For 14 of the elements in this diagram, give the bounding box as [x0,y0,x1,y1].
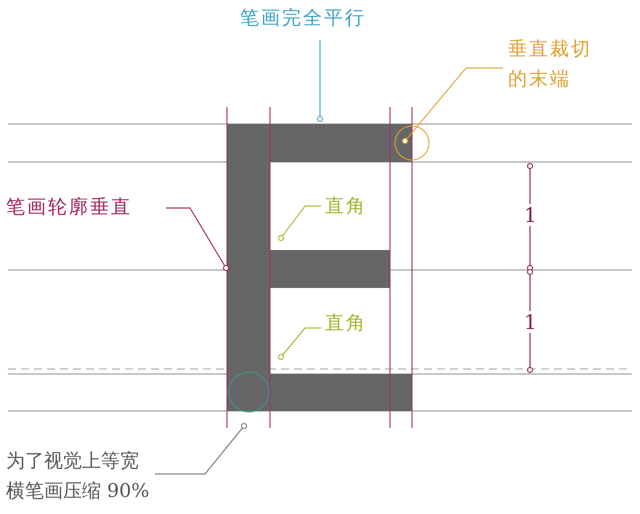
leader-line [402,68,504,144]
leader-line [317,40,323,122]
leader-line [278,328,322,360]
callout-text: 笔画完全平行 [240,3,400,33]
callout-text: 笔画轮廓垂直 [6,192,166,222]
callout-text: 直角 [325,191,385,221]
callout-text: 垂直裁切的末端 [508,34,598,94]
callout-text: 直角 [325,308,385,338]
callout-text: 为了视觉上等宽横笔画压缩 90% [6,446,154,506]
dimension-label: 1 [524,311,537,333]
dimension-label: 1 [524,204,537,226]
leader-line [278,206,322,241]
leader-line [154,423,247,474]
leader-line [166,208,229,271]
